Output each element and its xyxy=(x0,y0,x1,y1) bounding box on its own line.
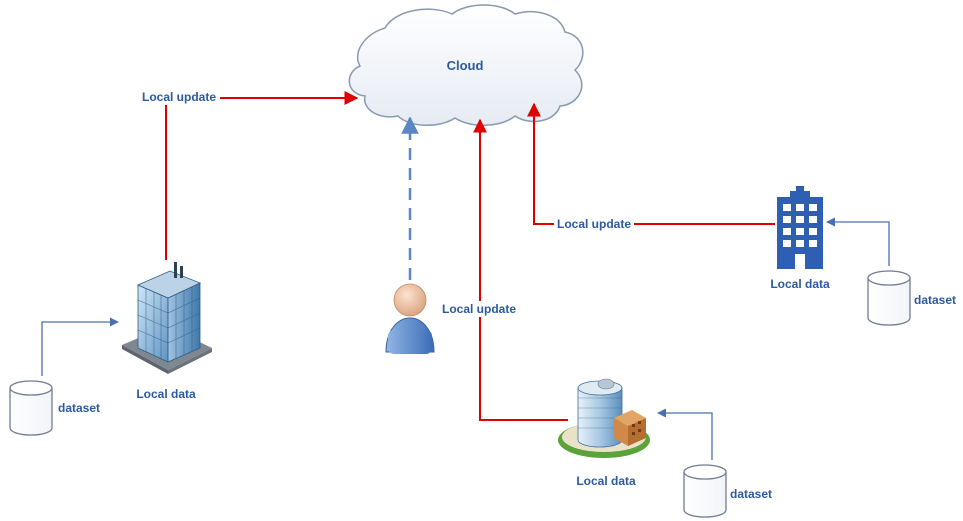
left-dataset-arrow xyxy=(41,317,119,376)
left-update-arrow xyxy=(165,91,359,260)
svg-text:Local update: Local update xyxy=(442,302,516,316)
user-icon xyxy=(385,283,435,354)
center-update-arrow xyxy=(473,118,568,421)
right-update-label: Local update xyxy=(554,216,634,232)
left-update-label: Local update xyxy=(138,89,220,105)
right-local-data-label: Local data xyxy=(770,277,830,291)
bottom-dataset-arrow xyxy=(657,408,713,460)
cloud-node: Cloud xyxy=(348,4,584,126)
svg-text:Local update: Local update xyxy=(142,90,216,104)
right-dataset-cylinder xyxy=(867,270,911,326)
bottom-dataset-cylinder xyxy=(683,464,727,518)
right-building-icon xyxy=(777,186,823,269)
left-dataset-cylinder xyxy=(9,380,53,436)
bottom-building-icon xyxy=(558,378,650,458)
bottom-local-data-label: Local data xyxy=(576,474,636,488)
cloud-shape xyxy=(348,4,584,126)
right-update-arrow xyxy=(527,102,775,225)
center-update-label: Local update xyxy=(438,301,520,317)
svg-text:Local update: Local update xyxy=(557,217,631,231)
left-building-icon xyxy=(122,262,212,374)
left-dataset-label: dataset xyxy=(58,401,100,415)
left-local-data-label: Local data xyxy=(136,387,196,401)
bottom-dataset-label: dataset xyxy=(730,487,772,501)
cloud-label: Cloud xyxy=(447,58,484,73)
right-dataset-arrow xyxy=(826,217,890,266)
right-dataset-label: dataset xyxy=(914,293,956,307)
